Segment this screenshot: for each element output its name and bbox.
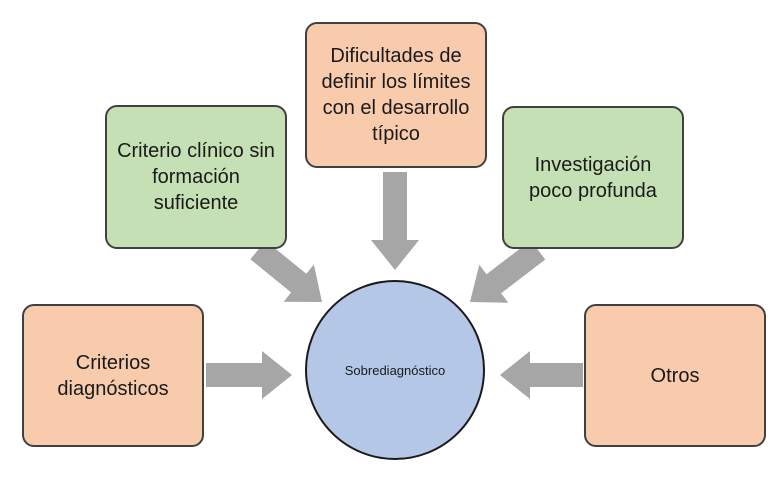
center-label: Sobrediagnóstico — [344, 362, 446, 378]
node-criterios-diagnosticos-label: Criterios diagnósticos — [57, 351, 169, 400]
arrow-from-dificultades — [371, 172, 419, 270]
node-otros: Otros — [584, 304, 766, 447]
node-criterio-clinico: Criterio clínico sin formación suficient… — [105, 105, 287, 249]
node-criterio-clinico-label: Criterio clínico sin formación suficient… — [117, 140, 275, 214]
node-otros-label: Otros — [650, 364, 700, 387]
center-node: Sobrediagnóstico — [305, 280, 485, 460]
arrow-from-criterio-clinico — [250, 240, 322, 302]
arrow-from-criterios-diagnosticos — [206, 351, 292, 399]
node-dificultades: Dificultades de definir los límites con … — [305, 22, 487, 168]
node-investigacion: Investigación poco profunda — [502, 106, 684, 249]
node-dificultades-label: Dificultades de definir los límites con … — [321, 45, 471, 145]
node-criterios-diagnosticos: Criterios diagnósticos — [22, 304, 204, 447]
arrow-from-otros — [500, 351, 583, 399]
arrow-from-investigacion — [470, 240, 546, 303]
node-investigacion-label: Investigación poco profunda — [529, 153, 657, 202]
